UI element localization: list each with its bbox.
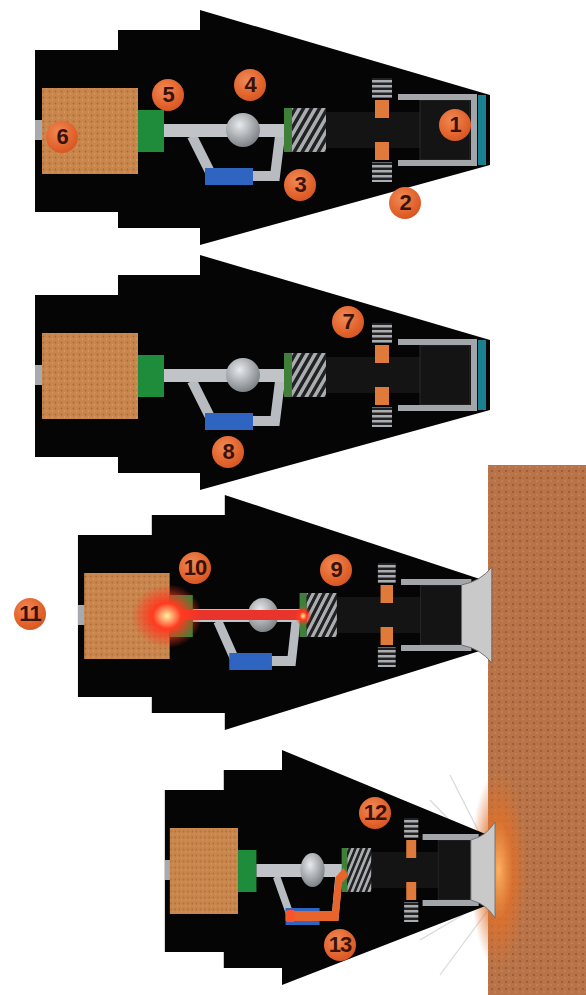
flame-path (287, 910, 294, 922)
callout-number: 6 (46, 121, 78, 153)
crushed-nose (471, 822, 495, 918)
callout-number: 3 (284, 169, 316, 201)
ignition-flash (131, 584, 202, 648)
callout-number: 9 (320, 554, 352, 586)
callout-number: 10 (179, 552, 211, 584)
callout-number: 13 (324, 929, 356, 961)
crushed-nose (462, 567, 492, 663)
blast-glow (470, 770, 527, 970)
nose-cap (478, 95, 486, 165)
fuze-stage-impact (78, 495, 492, 730)
callout-number: 1 (439, 109, 471, 141)
fuze-stage-ready (35, 255, 490, 490)
callout-number: 5 (152, 79, 184, 111)
callout-number: 12 (359, 797, 391, 829)
nose-cap (478, 340, 486, 410)
spark (294, 606, 312, 626)
callout-number: 11 (14, 598, 46, 630)
callout-number: 2 (389, 187, 421, 219)
fuze-stage-armed (35, 10, 490, 245)
callout-number: 7 (332, 306, 364, 338)
callout-number: 8 (212, 436, 244, 468)
callout-number: 4 (234, 69, 266, 101)
fuze-stage-detonation (165, 750, 527, 985)
flame-path (286, 872, 346, 916)
